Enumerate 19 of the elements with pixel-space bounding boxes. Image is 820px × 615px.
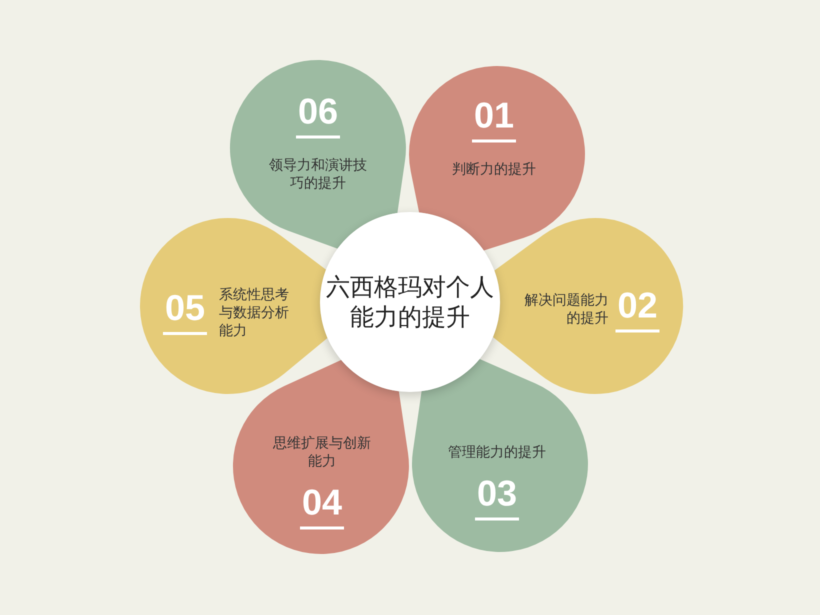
petal-label: 系统性思考与数据分析能力 bbox=[219, 286, 290, 340]
step-number: 02 bbox=[615, 287, 660, 332]
step-number: 06 bbox=[296, 93, 340, 138]
step-number: 03 bbox=[474, 475, 519, 520]
teardrop-petal bbox=[412, 358, 588, 552]
center-title: 六西格玛对个人能力的提升 bbox=[325, 272, 495, 332]
step-number: 05 bbox=[162, 290, 207, 336]
teardrop-petal bbox=[492, 218, 683, 394]
step-number: 04 bbox=[300, 484, 344, 530]
teardrop-petal bbox=[230, 60, 406, 249]
petal-label: 判断力的提升 bbox=[452, 160, 536, 178]
teardrop-petal bbox=[233, 360, 409, 554]
petal-label: 领导力和演讲技巧的提升 bbox=[268, 156, 368, 192]
petal-label: 解决问题能力的提升 bbox=[523, 292, 608, 328]
petal-label: 思维扩展与创新能力 bbox=[272, 434, 372, 470]
teardrop-petal bbox=[140, 218, 328, 394]
step-number: 01 bbox=[472, 97, 516, 142]
petal-label: 管理能力的提升 bbox=[448, 443, 546, 462]
teardrop-petal bbox=[409, 66, 585, 250]
